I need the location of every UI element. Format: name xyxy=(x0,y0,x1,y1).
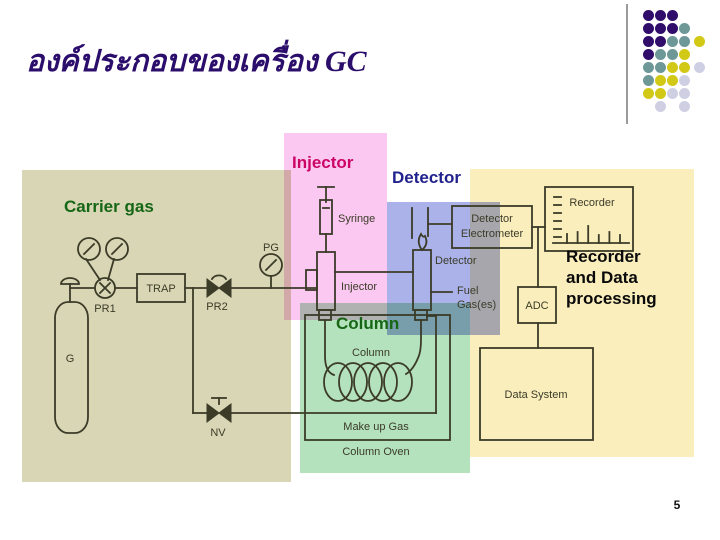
decor-dot xyxy=(654,9,666,21)
trap-label: TRAP xyxy=(146,283,175,295)
decor-dot xyxy=(654,101,666,113)
gauge-pg xyxy=(259,253,283,289)
recorder-chromatogram-scale xyxy=(553,196,562,238)
valve-nv xyxy=(206,397,232,423)
pr1-label: PR1 xyxy=(94,303,115,315)
recorder-label-line: processing xyxy=(566,289,657,308)
decor-dot xyxy=(678,35,690,47)
carrier-gas-region xyxy=(22,170,291,482)
gas-cylinder xyxy=(54,277,89,434)
column-oven-box xyxy=(304,314,451,441)
recorder-chromatogram-peaks xyxy=(566,225,621,244)
decor-dot xyxy=(678,101,690,113)
decor-dot xyxy=(642,61,654,73)
decor-dot xyxy=(666,22,678,34)
slide-title: องค์ประกอบของเครื่อง GC xyxy=(26,45,367,78)
detector-small-label: Detector xyxy=(435,255,477,267)
decor-dot xyxy=(642,75,654,86)
recorder-box-label: Recorder xyxy=(569,197,615,209)
column-oven-label: Column Oven xyxy=(342,446,409,458)
decor-dot xyxy=(678,88,690,100)
column-inlet-line xyxy=(324,319,336,377)
pr2-label: PR2 xyxy=(206,301,227,313)
decor-dot xyxy=(693,35,705,47)
syringe-label: Syringe xyxy=(338,213,375,225)
fuel-gas-label-line1: Fuel xyxy=(457,285,478,297)
electrometer-label-line2: Electrometer xyxy=(461,228,524,240)
syringe-icon xyxy=(317,186,335,253)
decor-dot xyxy=(666,9,678,21)
decor-dot xyxy=(654,35,666,47)
data-system-box xyxy=(479,347,594,441)
recorder-region xyxy=(470,169,694,457)
diagram-labels: G PR1 TRAP PR2 PG NV Syringe Injector De… xyxy=(66,197,615,458)
makeup-gas-label: Make up Gas xyxy=(343,421,409,433)
decor-dot xyxy=(642,9,654,21)
decor-dot xyxy=(654,48,666,60)
decor-dot xyxy=(654,88,666,100)
cylinder-valve-icon xyxy=(60,277,80,285)
decor-dot xyxy=(654,61,666,73)
recorder-chromatogram xyxy=(552,196,630,244)
decor-dot xyxy=(693,61,705,73)
electrometer-label-line1: Detector xyxy=(471,213,513,225)
data-system-label: Data System xyxy=(505,389,568,401)
adc-label: ADC xyxy=(525,300,548,312)
recorder-label-line: Recorder xyxy=(566,247,641,266)
recorder-label-line: and Data xyxy=(566,268,638,287)
decor-dot xyxy=(642,22,654,34)
flame-icon xyxy=(417,232,428,252)
decor-dot xyxy=(642,48,654,60)
cylinder-label: G xyxy=(66,353,75,365)
adc-box xyxy=(517,286,557,324)
decor-dot xyxy=(678,75,690,86)
detector-body xyxy=(411,207,453,321)
injector-label: Injector xyxy=(292,153,354,172)
injector-small-label: Injector xyxy=(341,281,377,293)
column-coil-icon xyxy=(323,362,413,402)
carrier-gas-label: Carrier gas xyxy=(64,197,154,216)
pg-label: PG xyxy=(263,242,279,254)
recorder-box xyxy=(544,186,634,252)
decor-dot xyxy=(654,22,666,34)
decor-dot xyxy=(678,22,690,34)
column-label: Column xyxy=(336,314,400,333)
recorder-processing-label: Recorder and Data processing xyxy=(566,246,696,309)
fuel-gas-label-line2: Gas(es) xyxy=(457,299,496,311)
decor-dot xyxy=(678,61,690,73)
column-small-label: Column xyxy=(352,347,390,359)
pressure-gauge-icon xyxy=(105,237,129,261)
pressure-gauge-icon xyxy=(77,237,101,261)
decor-dot xyxy=(666,35,678,47)
decoration-vertical-line xyxy=(626,4,628,124)
decor-dot xyxy=(642,88,654,100)
decor-dot xyxy=(666,48,678,60)
decor-dot xyxy=(654,75,666,86)
decor-dot xyxy=(666,88,678,100)
decor-dot xyxy=(666,75,678,86)
nv-label: NV xyxy=(210,427,226,439)
detector-label: Detector xyxy=(392,168,461,187)
decor-dot xyxy=(678,48,690,60)
page-number: 5 xyxy=(673,498,681,512)
decor-dot xyxy=(666,61,678,73)
decor-dot xyxy=(642,35,654,47)
